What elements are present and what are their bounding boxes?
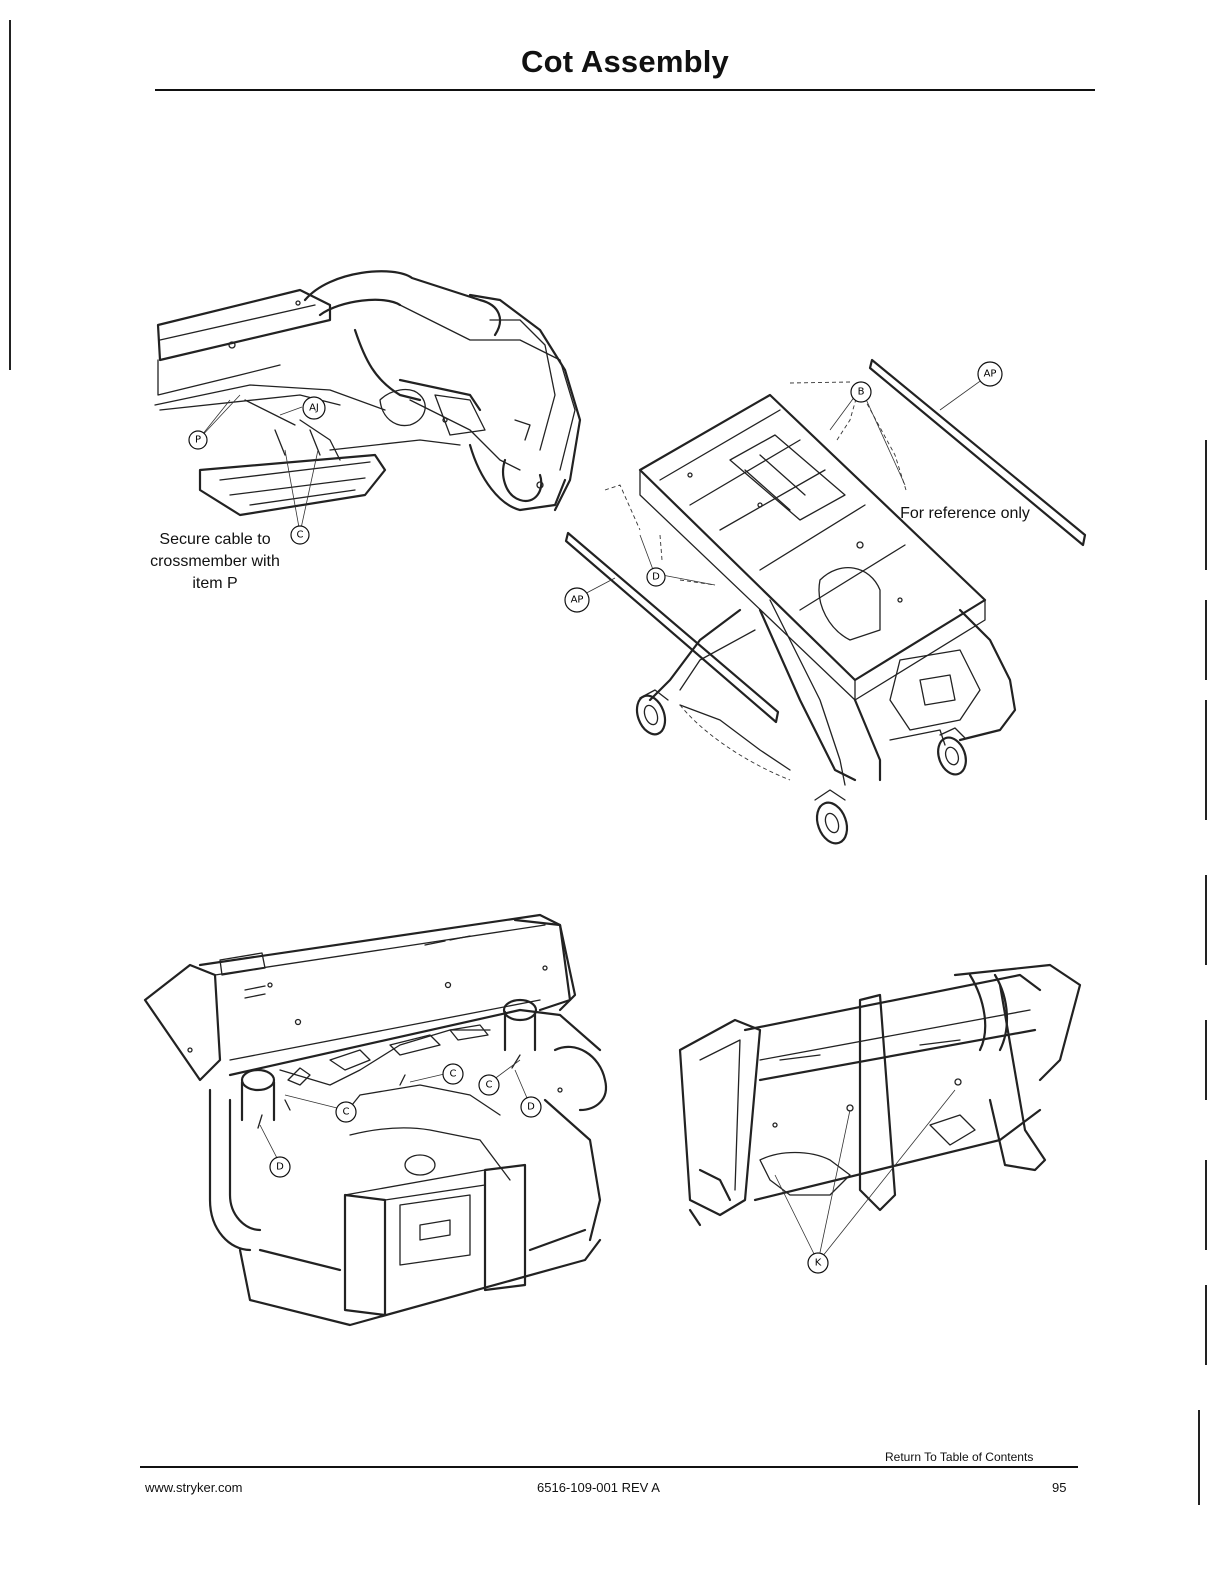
svg-text:D: D (527, 1102, 535, 1113)
svg-text:AP: AP (984, 369, 997, 380)
head-end-frame-drawing (155, 271, 580, 533)
secure-cable-note: Secure cable to crossmember with item P (140, 529, 290, 595)
callout-ap: AP (978, 362, 1002, 386)
callout-d: D (521, 1097, 541, 1117)
page-number: 95 (1052, 1480, 1066, 1495)
svg-text:C: C (343, 1107, 350, 1118)
callout-ap: AP (565, 588, 589, 612)
svg-text:B: B (858, 387, 865, 398)
callout-c: C (443, 1064, 463, 1084)
svg-text:D: D (652, 572, 660, 583)
website-link[interactable]: www.stryker.com (145, 1480, 243, 1495)
callout-d: D (647, 568, 665, 586)
callout-p: P (189, 431, 207, 449)
svg-text:AP: AP (571, 595, 584, 606)
foot-end-underside-drawing (680, 965, 1080, 1262)
callout-c: C (291, 526, 309, 544)
footer-rule (140, 1466, 1078, 1468)
svg-text:C: C (297, 530, 304, 541)
reference-note: For reference only (900, 503, 1030, 525)
svg-text:K: K (815, 1258, 822, 1269)
callout-b: B (851, 382, 871, 402)
document-number: 6516-109-001 REV A (537, 1480, 660, 1495)
callout-d: D (270, 1157, 290, 1177)
svg-text:D: D (276, 1162, 284, 1173)
svg-text:AJ: AJ (309, 403, 319, 414)
cot-isometric-drawing (566, 360, 1085, 848)
svg-text:P: P (195, 435, 201, 446)
callout-c: C (479, 1075, 499, 1095)
return-to-contents-link[interactable]: Return To Table of Contents (885, 1450, 1033, 1464)
head-end-underside-drawing (145, 915, 606, 1325)
callout-aj: AJ (303, 397, 325, 419)
svg-text:C: C (450, 1069, 457, 1080)
callout-k: K (808, 1253, 828, 1273)
callout-c: C (336, 1102, 356, 1122)
svg-text:C: C (486, 1080, 493, 1091)
